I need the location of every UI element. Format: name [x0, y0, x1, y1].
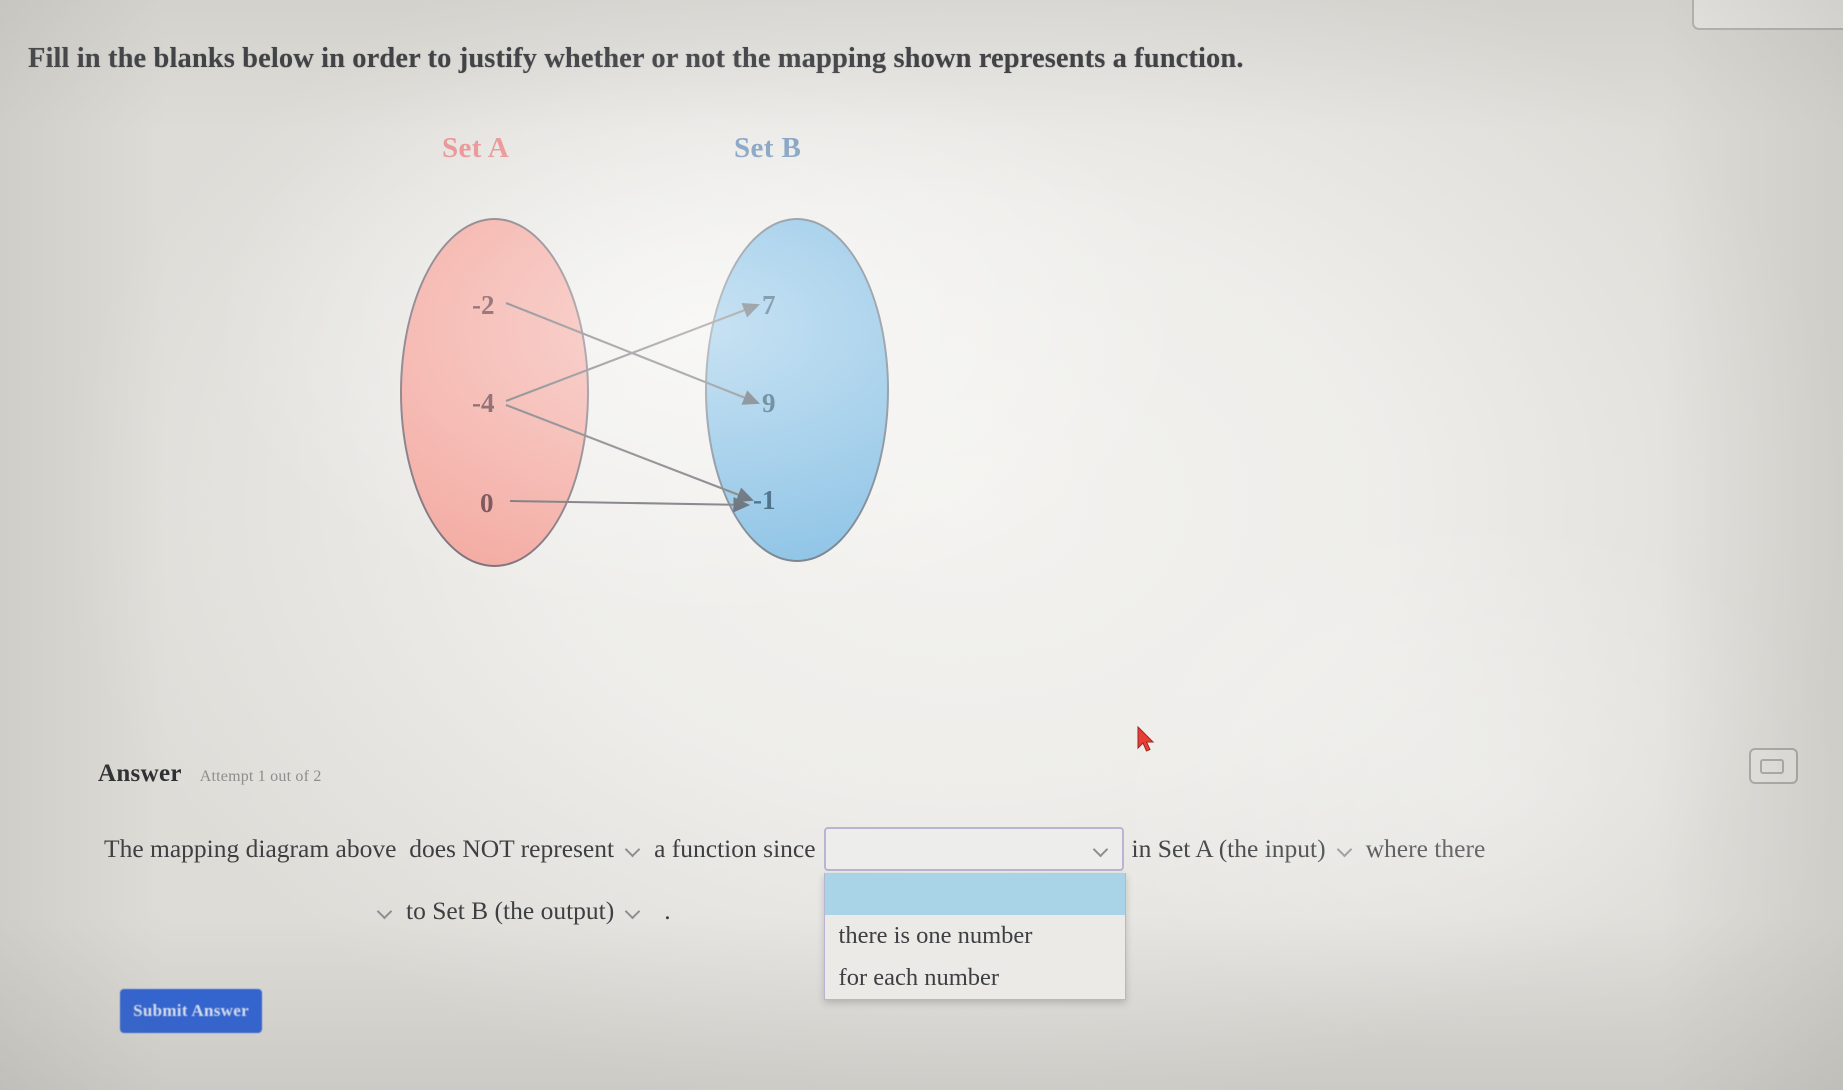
set-b-node-0: 7: [762, 290, 776, 320]
answer-label: Answer: [98, 760, 182, 787]
chevron-down-icon-1[interactable]: [626, 841, 642, 857]
answer-sentence: The mapping diagram above does NOT repre…: [98, 820, 1798, 1000]
choice-represent-value[interactable]: does NOT represent: [409, 834, 615, 863]
mapping-arrows: [505, 302, 760, 513]
set-b-node-2: -1: [753, 485, 776, 515]
sentence-part-2: a function since: [654, 834, 816, 863]
answer-header: Answer Attempt 1 out of 2: [98, 760, 322, 788]
set-a-node-2: 0: [480, 488, 494, 518]
sentence-part-4: where there: [1365, 834, 1486, 863]
mapping-diagram: Set A Set B -2 -4 0 7 9 -1: [380, 120, 940, 590]
dropdown-option-2[interactable]: for each number: [838, 964, 1000, 991]
reason-select-wrapper[interactable]: there is one number for each number: [823, 827, 1126, 1000]
chevron-down-icon-2[interactable]: [1338, 841, 1354, 857]
set-b-node-1: 9: [762, 388, 776, 418]
reason-select[interactable]: [823, 827, 1124, 871]
sentence-part-5: to Set B (the output): [406, 896, 615, 925]
chevron-down-icon-select[interactable]: [1094, 841, 1110, 857]
top-right-panel: [1692, 0, 1843, 30]
attempt-counter: Attempt 1 out of 2: [199, 768, 322, 785]
chevron-down-icon-4[interactable]: [626, 903, 642, 919]
sentence-part-3: in Set A (the input): [1131, 834, 1326, 863]
set-a-node-0: -2: [472, 290, 495, 320]
mouse-cursor-icon: [1137, 726, 1155, 752]
sentence-part-1: The mapping diagram above: [104, 834, 397, 863]
calculator-icon[interactable]: [1749, 748, 1798, 784]
page-title: Fill in the blanks below in order to jus…: [28, 43, 1244, 74]
sentence-period: .: [664, 896, 671, 925]
submit-answer-button[interactable]: Submit Answer: [120, 989, 262, 1033]
set-a-node-1: -4: [472, 388, 495, 418]
reason-dropdown-list[interactable]: there is one number for each number: [823, 873, 1126, 1000]
chevron-down-icon-3[interactable]: [378, 903, 394, 919]
